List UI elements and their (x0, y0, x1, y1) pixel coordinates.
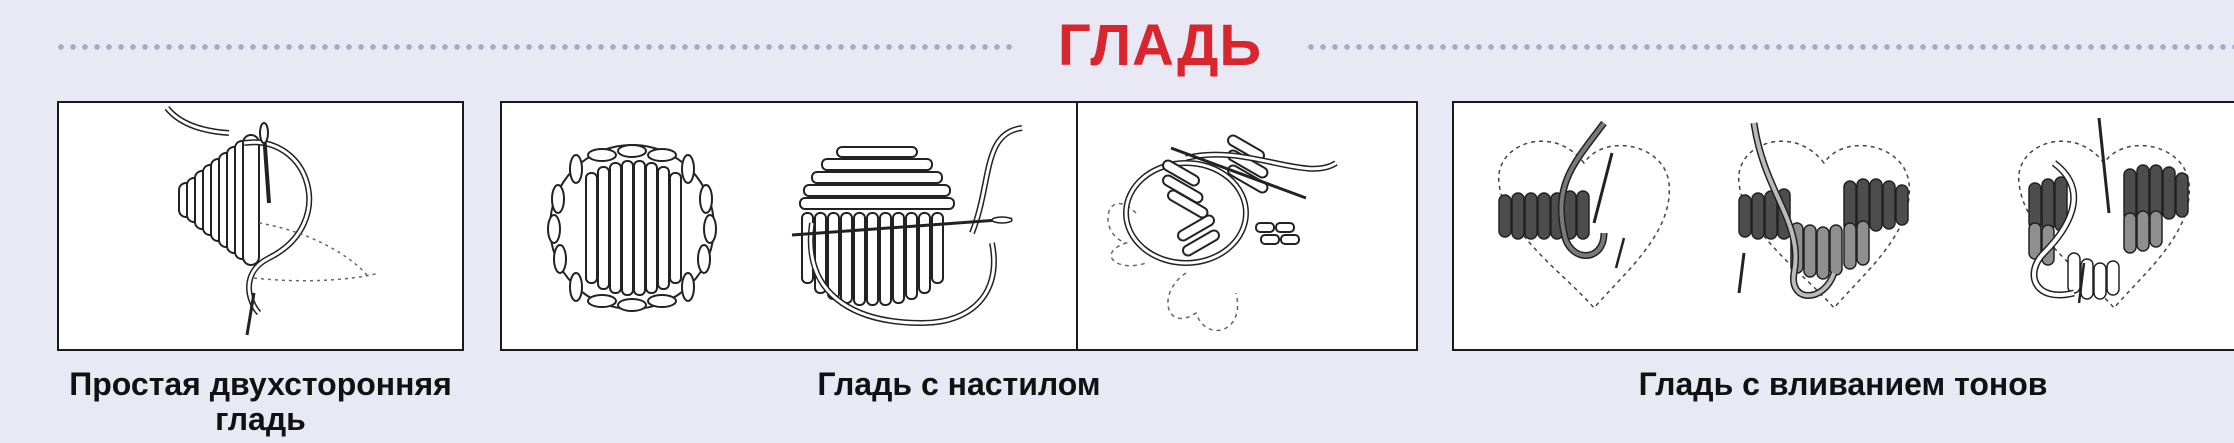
panel-simple-satin (57, 101, 464, 351)
dotted-rule-right (1305, 43, 2234, 51)
needle-icon (1170, 146, 1307, 200)
needle-icon (2077, 117, 2111, 304)
needle-icon (245, 122, 271, 336)
illustration-simple-satin (164, 106, 380, 336)
title-row: ГЛАДЬ (0, 0, 2234, 95)
caption-padded-satin: Гладь с настилом (817, 366, 1101, 402)
needle-icon (1737, 252, 1746, 294)
illustration-tone-blending (1498, 117, 2190, 310)
page-title: ГЛАДЬ (1057, 13, 1263, 78)
needle-icon (1592, 152, 1626, 269)
panel-divider (1076, 103, 1078, 349)
panel-tone-blending (1452, 101, 2234, 351)
illustration-padded-satin (547, 125, 1338, 332)
caption-simple-satin: Простая двухсторонняя гладь (69, 366, 452, 437)
dotted-rule-left (55, 43, 1015, 51)
caption-tone-blending: Гладь с вливанием тонов (1638, 366, 2048, 402)
panel-padded-satin (500, 101, 1418, 351)
needle-icon (791, 216, 1013, 237)
